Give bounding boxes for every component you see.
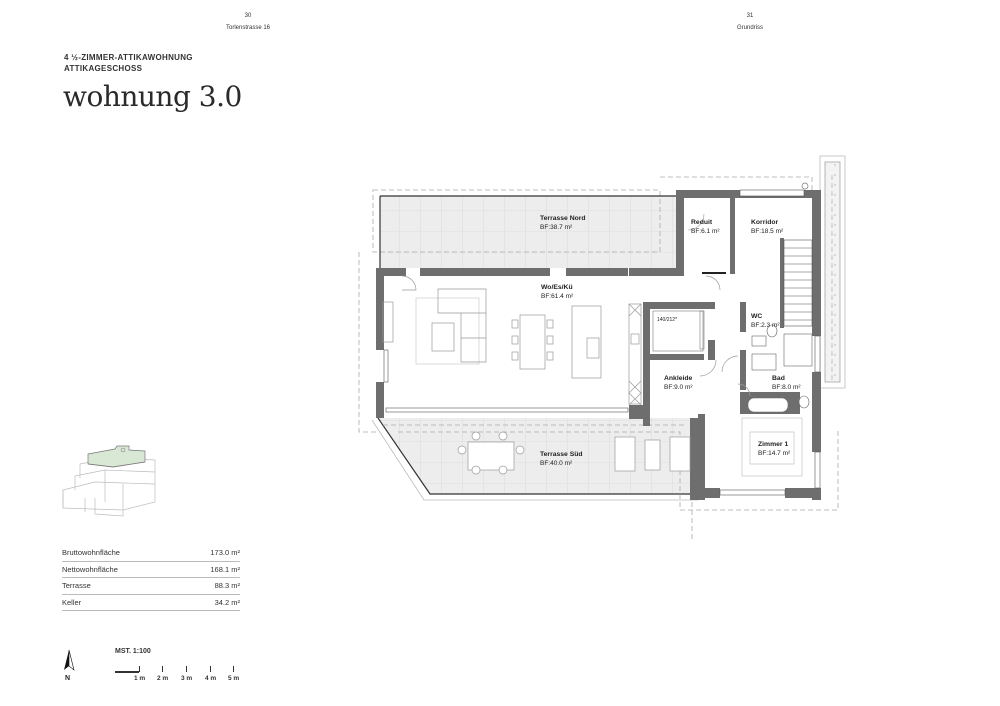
area-label: Terrasse	[62, 581, 91, 590]
area-label: Nettowohnfläche	[62, 564, 118, 574]
bath-fixtures	[747, 324, 813, 413]
scale-tick-label: 4 m	[205, 675, 217, 682]
room-name: Korridor	[751, 219, 779, 226]
area-row-net: Nettowohnfläche 168.1 m²	[62, 562, 240, 578]
scale-tick-label: 5 m	[228, 675, 240, 682]
unit-subtitle: 4 ½-ZIMMER-ATTIKAWOHNUNG ATTIKAGESCHOSS	[64, 52, 193, 74]
area-value: 34.2 m²	[214, 597, 240, 607]
terrace-furniture	[457, 431, 691, 475]
room-area: BF:14.7 m²	[758, 450, 791, 457]
room-ankleide: Ankleide BF:9.0 m²	[664, 374, 693, 392]
room-wohnen: Wo/Es/Kü BF:61.4 m²	[541, 283, 573, 301]
building-massing-icon	[62, 445, 156, 517]
scale-tick-label: 2 m	[157, 675, 169, 682]
living-furniture	[382, 275, 751, 406]
room-name: Zimmer 1	[758, 441, 789, 448]
right-page-header: 31 Grundriss	[710, 13, 790, 31]
scale-tick	[162, 666, 163, 672]
room-name: Terrasse Nord	[540, 215, 586, 222]
interior	[385, 194, 812, 500]
room-name: Bad	[772, 375, 785, 382]
north-arrow-icon	[64, 649, 75, 671]
ankleide-bed	[652, 310, 705, 352]
page-title: wohnung 3.0	[63, 80, 242, 113]
room-name: Reduit	[691, 219, 713, 226]
area-label: Bruttowohnfläche	[62, 548, 120, 557]
north-label: N	[65, 675, 71, 682]
room-bad: Bad BF:8.0 m²	[772, 374, 801, 392]
bedroom-bed	[741, 417, 803, 477]
north-arrow: N	[62, 648, 76, 688]
area-value: 173.0 m²	[210, 548, 240, 557]
room-area: BF:40.0 m²	[540, 460, 573, 467]
area-row-terrace: Terrasse 88.3 m²	[62, 578, 240, 595]
room-name: Ankleide	[664, 375, 693, 382]
right-page-label: Grundriss	[736, 25, 763, 31]
area-value: 168.1 m²	[210, 564, 240, 574]
staircase	[783, 239, 813, 327]
room-terrasse-nord: Terrasse Nord BF:38.7 m²	[540, 214, 586, 232]
room-reduit: Reduit BF:6.1 m²	[691, 218, 720, 236]
right-page-number: 31	[746, 13, 754, 19]
room-area: BF:2.3 m²	[751, 322, 780, 329]
balcony-east	[819, 155, 846, 389]
left-page-number: 30	[244, 13, 252, 19]
bed-size-label: 140/212*	[657, 317, 678, 323]
scale-tick	[210, 666, 211, 672]
scale-tick	[139, 666, 140, 672]
terrace-south	[371, 417, 698, 510]
left-page-label: Torlenstrasse 16	[225, 25, 271, 31]
area-row-cellar: Keller 34.2 m²	[62, 595, 240, 611]
area-table: Bruttowohnfläche 173.0 m² Nettowohnfläch…	[62, 545, 240, 611]
scale-tick-label: 3 m	[181, 675, 193, 682]
room-name: Terrasse Süd	[540, 451, 583, 458]
room-korridor: Korridor BF:18.5 m²	[751, 218, 783, 236]
scale-bar: MST. 1:100 1 m 2 m 3 m 4 m 5 m	[62, 648, 252, 688]
room-area: BF:61.4 m²	[541, 293, 574, 300]
room-terrasse-sued: Terrasse Süd BF:40.0 m²	[540, 450, 583, 468]
room-name: Wo/Es/Kü	[541, 284, 573, 291]
room-zimmer-1: Zimmer 1 BF:14.7 m²	[758, 440, 790, 458]
scale-tick-label: 1 m	[134, 675, 146, 682]
area-row-gross: Bruttowohnfläche 173.0 m²	[62, 545, 240, 562]
room-area: BF:9.0 m²	[664, 384, 693, 391]
scale-label: MST. 1:100	[115, 648, 151, 655]
room-area: BF:38.7 m²	[540, 224, 573, 231]
scale-tick	[186, 666, 187, 672]
room-area: BF:6.1 m²	[691, 228, 720, 235]
room-wc: WC BF:2.3 m²	[751, 312, 780, 330]
area-label: Keller	[62, 597, 82, 607]
scale-tick	[233, 666, 234, 672]
terrace-north	[372, 189, 676, 268]
scale-bar-line	[115, 671, 139, 673]
area-value: 88.3 m²	[214, 581, 240, 590]
unit-floor: ATTIKAGESCHOSS	[64, 64, 143, 73]
unit-type: 4 ½-ZIMMER-ATTIKAWOHNUNG	[64, 53, 193, 62]
left-page-header: 30 Torlenstrasse 16	[208, 13, 288, 31]
room-area: BF:18.5 m²	[751, 228, 784, 235]
room-name: WC	[751, 313, 763, 320]
room-area: BF:8.0 m²	[772, 384, 801, 391]
